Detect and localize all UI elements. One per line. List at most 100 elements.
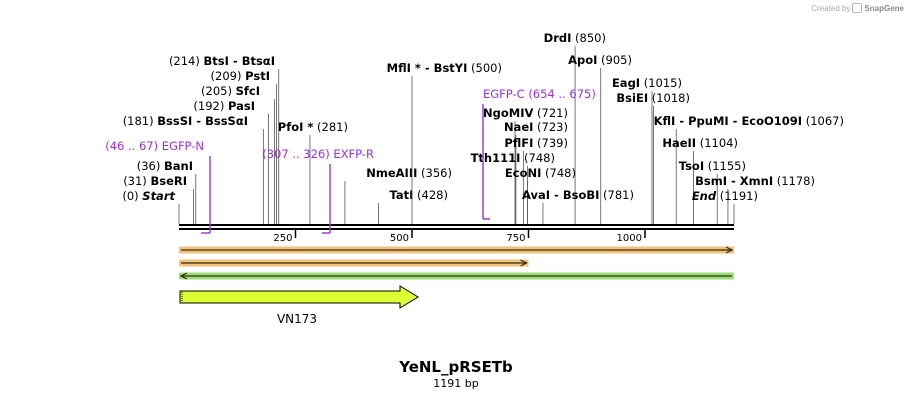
- enzyme-position: (181): [123, 114, 158, 128]
- sequence-length: 1191 bp: [433, 377, 479, 390]
- enzyme-label: PflFI (739): [504, 136, 568, 150]
- orf-arrowhead: [520, 259, 528, 267]
- enzyme-name: BseRI: [150, 174, 187, 188]
- feature-arrow: [179, 285, 419, 309]
- enzyme-label: PfoI * (281): [278, 120, 348, 134]
- enzyme-position: (428): [413, 188, 448, 202]
- enzyme-position: (905): [597, 53, 632, 67]
- site-eagi: EagI (1015): [612, 76, 682, 224]
- enzyme-label: NaeI (723): [504, 120, 568, 134]
- site-sfci: (205) SfcI: [201, 84, 275, 224]
- enzyme-position: (1015): [640, 76, 682, 90]
- enzyme-label: (181) BssSI - BssSαI: [123, 114, 248, 128]
- enzyme-label: TsoI (1155): [679, 159, 746, 173]
- enzyme-label: AvaI - BsoBI (781): [522, 188, 634, 202]
- enzyme-name: BsmI - XmnI: [695, 174, 773, 188]
- enzyme-position: (500): [467, 61, 502, 75]
- enzyme-label: KflI - PpuMI - EcoO109I (1067): [654, 114, 844, 128]
- enzyme-position: (214): [169, 54, 204, 68]
- site-tsoi: TsoI (1155): [679, 159, 746, 224]
- enzyme-position: (1018): [648, 91, 690, 105]
- enzyme-name: AvaI - BsoBI: [522, 188, 599, 202]
- enzyme-name: PfoI *: [278, 120, 314, 134]
- site-pfoi: PfoI * (281): [278, 120, 348, 224]
- enzyme-name: TatI: [390, 188, 414, 202]
- snapgene-credit: Created by SnapGene: [811, 3, 904, 13]
- site-end: End (1191): [692, 189, 758, 224]
- credit-brand: SnapGene: [864, 3, 904, 13]
- site-psti: (209) PstI: [211, 69, 277, 224]
- primer-label: (307 .. 326) EXFP-R: [262, 147, 374, 161]
- enzyme-name: PasI: [228, 99, 255, 113]
- axis-tick-label: 250: [273, 233, 292, 244]
- enzyme-position: (1067): [802, 114, 844, 128]
- feature-label: VN173: [277, 312, 317, 326]
- site-pflfi: PflFI (739): [504, 136, 568, 224]
- primer-exfp-r: (307 .. 326) EXFP-R: [262, 147, 374, 234]
- site-bsmi: BsmI - XmnI (1178): [695, 174, 815, 224]
- primer-label: (46 .. 67) EGFP-N: [105, 139, 204, 153]
- enzyme-position: (850): [571, 31, 606, 45]
- enzyme-position: (748): [520, 151, 555, 165]
- primer-name: EGFP-C: [483, 87, 528, 101]
- primer-label: EGFP-C (654 .. 675): [483, 87, 596, 101]
- enzyme-name: PstI: [245, 69, 270, 83]
- enzyme-name: PflFI: [504, 136, 533, 150]
- site-btsi: (214) BtsI - BtsαI: [169, 54, 280, 224]
- enzyme-label: (36) BanI: [137, 159, 193, 173]
- enzyme-position: (0): [122, 189, 142, 203]
- primer-range: (46 .. 67): [105, 139, 162, 153]
- primer-range: (307 .. 326): [262, 147, 333, 161]
- enzyme-position: (1104): [696, 136, 738, 150]
- enzyme-position: (721): [533, 106, 568, 120]
- enzyme-label: TatI (428): [390, 188, 449, 202]
- enzyme-label: DrdI (850): [544, 31, 606, 45]
- site-beri: (31) BseRI: [123, 174, 194, 224]
- enzyme-name: BsiEI: [616, 91, 648, 105]
- enzyme-name: End: [692, 189, 717, 203]
- site-haeii: HaeII (1104): [662, 136, 738, 224]
- axis-tick-label: 750: [506, 233, 525, 244]
- enzyme-name: DrdI: [544, 31, 572, 45]
- enzyme-label: (205) SfcI: [201, 84, 260, 98]
- enzyme-position: (205): [201, 84, 236, 98]
- enzyme-position: (281): [313, 120, 348, 134]
- enzyme-label: (192) PasI: [193, 99, 255, 113]
- enzyme-name: NmeAIII: [366, 166, 417, 180]
- orf-arrowhead: [725, 246, 734, 254]
- enzyme-label: NgoMIV (721): [483, 106, 568, 120]
- site-bsiei: BsiEI (1018): [616, 91, 690, 224]
- enzyme-position: (192): [193, 99, 228, 113]
- enzyme-name: NgoMIV: [483, 106, 533, 120]
- enzyme-name: MflI * - BstYI: [387, 61, 468, 75]
- enzyme-position: (31): [123, 174, 150, 188]
- enzyme-position: (1178): [773, 174, 815, 188]
- enzyme-name: BtsI - BtsαI: [204, 54, 275, 68]
- enzyme-label: EcoNI (748): [505, 166, 576, 180]
- site-bani: (36) BanI: [137, 159, 197, 224]
- enzyme-label: End (1191): [692, 189, 758, 203]
- enzyme-position: (36): [137, 159, 164, 173]
- enzyme-label: MflI * - BstYI (500): [387, 61, 502, 75]
- site-avai: AvaI - BsoBI (781): [522, 188, 634, 224]
- site-ngomiv: NgoMIV (721): [483, 106, 568, 224]
- enzyme-name: EcoNI: [505, 166, 541, 180]
- site-kfli: KflI - PpuMI - EcoO109I (1067): [654, 114, 844, 224]
- enzyme-name: HaeII: [662, 136, 696, 150]
- primer-name: EXFP-R: [333, 147, 374, 161]
- primer-egfp-n: (46 .. 67) EGFP-N: [105, 139, 211, 234]
- enzyme-label: (209) PstI: [211, 69, 270, 83]
- enzyme-position: (356): [417, 166, 452, 180]
- enzyme-name: KflI - PpuMI - EcoO109I: [654, 114, 802, 128]
- site-econi: EcoNI (748): [505, 166, 576, 224]
- enzyme-name: SfcI: [236, 84, 260, 98]
- sequence-title: YeNL_pRSETb: [399, 358, 513, 376]
- site-apoi: ApoI (905): [568, 53, 632, 224]
- enzyme-label: ApoI (905): [568, 53, 632, 67]
- axis-tick-label: 500: [390, 233, 409, 244]
- enzyme-position: (723): [533, 120, 568, 134]
- enzyme-position: (781): [599, 188, 634, 202]
- site-tati: TatI (428): [378, 188, 448, 224]
- site-start: (0) Start: [122, 189, 180, 224]
